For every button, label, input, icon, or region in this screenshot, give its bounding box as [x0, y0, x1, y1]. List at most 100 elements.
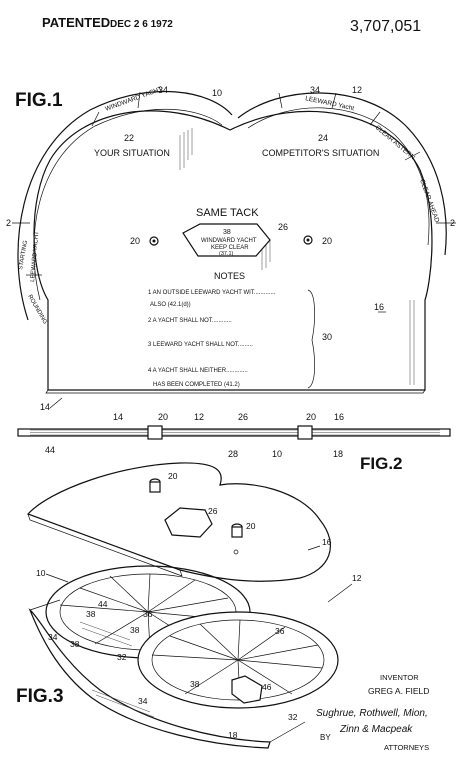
window-line2: KEEP CLEAR [211, 245, 249, 251]
left-window-tick-1 [91, 111, 100, 127]
ref3-12: 12 [352, 573, 362, 583]
window-number: 38 [223, 229, 231, 236]
fig3-leader-lines [45, 545, 353, 603]
right-dial-outer-arc [237, 92, 447, 256]
fig3-shading [79, 621, 155, 718]
note-1: 1 AN OUTSIDE LEEWARD YACHT WIT..........… [148, 290, 276, 296]
ref3-38-c: 38 [70, 639, 80, 649]
ref2-14: 14 [113, 412, 123, 422]
your-situation-label: YOUR SITUATION [94, 148, 170, 158]
fig2-reference-numerals: 14 20 12 26 20 16 44 28 10 18 [45, 412, 344, 459]
rivet-right-center [306, 238, 310, 242]
right-dial-inner-arc [247, 107, 430, 246]
rivet-left [149, 236, 159, 246]
fig3-reference-numerals: 20 26 20 16 10 12 44 38 36 38 38 34 32 3… [36, 471, 362, 740]
ref3-18: 18 [228, 730, 238, 740]
note-1b: ALSO (42.1(d)) [150, 302, 191, 308]
patent-date: DEC 2 6 1972 [110, 19, 173, 30]
left-dial-inner-arc [33, 109, 223, 301]
ref2-18: 18 [333, 449, 343, 459]
note-4b: HAS BEEN COMPLETED (41.2) [153, 382, 240, 388]
notes-bracket [307, 289, 315, 389]
ref3-34-b: 34 [138, 696, 148, 706]
center-window [182, 223, 271, 257]
ref3-38-b: 38 [130, 625, 140, 635]
rivet-right [303, 235, 313, 245]
ref2-20-left: 20 [158, 412, 168, 422]
ref-14-leader [49, 397, 63, 409]
ref-34-left: 34 [158, 85, 168, 95]
patented-label: PATENTED [42, 15, 110, 30]
ref2-10: 10 [272, 449, 282, 459]
ref3-36-a: 36 [143, 609, 153, 619]
ref3-20-top: 20 [168, 471, 178, 481]
note-4: 4 A YACHT SHALL NEITHER............. [148, 368, 248, 374]
ref3-44: 44 [98, 599, 108, 609]
ref3-46: 46 [262, 682, 272, 692]
fig2-section-view [17, 425, 451, 440]
ref3-16: 16 [322, 537, 332, 547]
left-dial-outer-arc [17, 90, 233, 321]
signature-line1: Sughrue, Rothwell, Mion, [316, 708, 428, 719]
ref2-12: 12 [194, 412, 204, 422]
note-3: 3 LEEWARD YACHT SHALL NOT......... [148, 342, 253, 348]
patent-number: 3,707,051 [350, 18, 421, 35]
ref3-36-b: 36 [275, 626, 285, 636]
starting-label: STARTING [18, 240, 29, 271]
inventor-label: INVENTOR [380, 673, 419, 682]
ref3-26: 26 [208, 506, 218, 516]
ref-26: 26 [278, 222, 288, 232]
clear-ahead-label: CLEAR AHEAD [418, 178, 440, 223]
ref-20-right: 20 [322, 236, 332, 246]
fig3-window [164, 507, 213, 538]
ref-2-left: 2 [6, 218, 11, 228]
ref3-32-a: 32 [117, 652, 127, 662]
note-2: 2 A YACHT SHALL NOT............ [148, 318, 232, 324]
ref-10: 10 [212, 88, 222, 98]
ref-22: 22 [124, 133, 134, 143]
ref-30: 30 [322, 332, 332, 342]
ref2-28: 28 [228, 449, 238, 459]
ref3-32-b: 32 [288, 712, 298, 722]
ref2-44: 44 [45, 445, 55, 455]
notes-title: NOTES [214, 271, 245, 281]
fig2-label: FIG.2 [360, 454, 403, 473]
ref-24: 24 [318, 133, 328, 143]
fig3-bottom-plate [28, 608, 271, 749]
window-line3: (37.1) [219, 251, 234, 257]
ref-12: 12 [352, 85, 362, 95]
left-window-label: WINDWARD YACHT [104, 86, 163, 113]
ref-14: 14 [40, 402, 50, 412]
competitor-situation-label: COMPETITOR'S SITUATION [262, 148, 379, 158]
fig3-rivet-top-shank [149, 481, 161, 493]
fig3-right-disc-inner [151, 619, 325, 701]
same-tack-title: SAME TACK [196, 207, 259, 219]
ref2-16: 16 [334, 412, 344, 422]
ref2-26: 26 [238, 412, 248, 422]
ref3-20-right: 20 [246, 521, 256, 531]
fig1-card-edge [45, 169, 433, 394]
ref3-38-a: 38 [86, 609, 96, 619]
fig3-hole [233, 549, 239, 555]
right-window-tick-2 [331, 92, 337, 109]
fig3-top-plate-edge [27, 513, 183, 577]
right-window-label: LEEWARD Yacht [305, 95, 355, 112]
rounding-label: ROUNDING [26, 294, 48, 326]
left-window-tick-2 [137, 91, 141, 109]
ref3-10: 10 [36, 568, 46, 578]
fig3-right-disc-spokes [151, 619, 323, 701]
ref3-38-d: 38 [190, 679, 200, 689]
ref-16: 16 [374, 302, 384, 312]
rivet-left-center [152, 239, 156, 243]
window-line1: WINDWARD YACHT [201, 238, 257, 244]
fig3-bottom-plate-edges [29, 599, 306, 743]
right-window-tick-3 [369, 111, 381, 126]
leeward-yacht-left-label: LEEWARD YACHT [30, 231, 40, 283]
right-window-tick-1 [278, 92, 283, 109]
ref-34-right: 34 [310, 85, 320, 95]
ref3-34-a: 34 [48, 632, 58, 642]
right-window-tick-4 [404, 151, 421, 161]
fig3-label: FIG.3 [16, 686, 64, 707]
